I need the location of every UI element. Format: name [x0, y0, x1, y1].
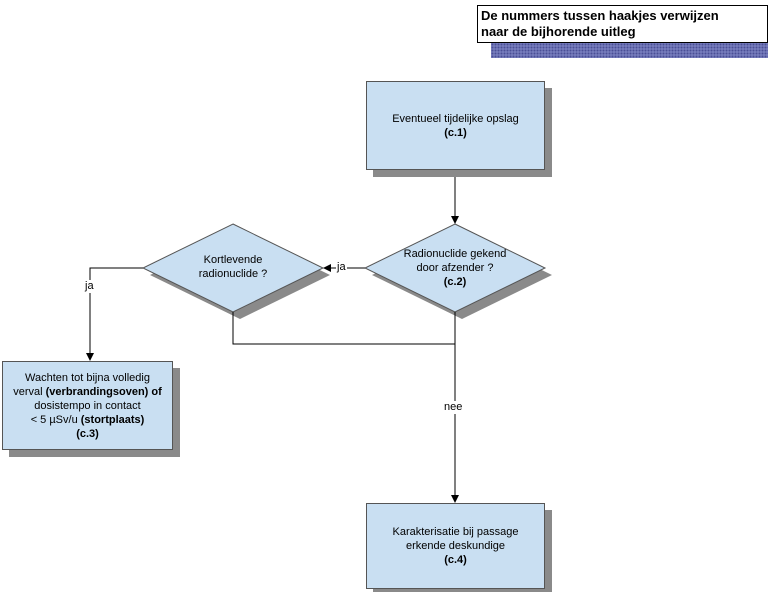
storage-ref: (c.1)	[444, 126, 467, 139]
legend-note: De nummers tussen haakjes verwijzen naar…	[477, 5, 768, 43]
known-text: Radionuclide gekend door afzender ? (c.2…	[380, 247, 530, 289]
wait-line-3: dosistempo in contact	[34, 399, 141, 412]
edge-label-nee: nee	[443, 401, 464, 414]
wait-ref: (c.3)	[76, 427, 99, 440]
shortlived-line-1: Kortlevende	[203, 254, 263, 266]
known-line-2: door afzender ?	[416, 262, 494, 274]
edge-shortlived-merge	[232, 312, 455, 345]
edge-label-ja-short: ja	[84, 280, 95, 293]
storage-box: Eventueel tijdelijke opslag (c.1)	[366, 81, 545, 170]
known-line-1: Radionuclide gekend	[403, 248, 507, 260]
wait-line-2: verval (verbrandingsoven) of	[13, 385, 162, 399]
known-ref: (c.2)	[443, 276, 467, 288]
shortlived-line-2: radionuclide ?	[198, 268, 268, 280]
note-line-1: De nummers tussen haakjes verwijzen	[481, 8, 719, 23]
characterize-ref: (c.4)	[444, 554, 467, 566]
wait-line-1: Wachten tot bijna volledig	[25, 371, 150, 384]
wait-line-4a: < 5 µSv/u	[30, 413, 81, 426]
wait-line-2a: verval	[13, 385, 46, 398]
storage-text: Eventueel tijdelijke opslag	[392, 112, 519, 125]
edge-shortlived-wait	[86, 267, 143, 361]
characterize-line-1: Karakterisatie bij passage	[392, 526, 519, 538]
shortlived-text: Kortlevende radionuclide ?	[163, 253, 303, 281]
wait-line-4b: (stortplaats)	[80, 413, 145, 426]
characterize-line-2: erkende deskundige	[405, 540, 506, 552]
characterize-box: Karakterisatie bij passage erkende desku…	[366, 503, 545, 589]
wait-line-4: < 5 µSv/u (stortplaats)	[31, 413, 145, 427]
edge-label-ja-known: ja	[336, 261, 347, 274]
wait-line-2b: (verbrandingsoven) of	[45, 385, 162, 398]
wait-box: Wachten tot bijna volledig verval (verbr…	[2, 361, 173, 450]
note-line-2: naar de bijhorende uitleg	[481, 24, 636, 39]
note-shadow	[491, 43, 768, 58]
